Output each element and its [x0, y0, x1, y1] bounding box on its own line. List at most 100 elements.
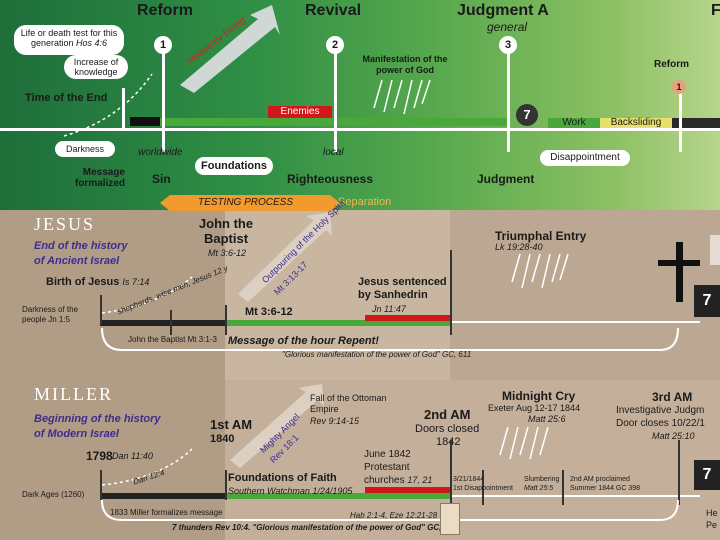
marker-1-right: 1 — [672, 80, 686, 94]
increase-knowledge-text: Increase of knowledge — [73, 57, 119, 77]
work-text: Work — [562, 117, 586, 128]
birth-ref: Is 7:14 — [122, 277, 150, 287]
miller-tick-0 — [100, 470, 102, 500]
jesus-title: JESUS — [34, 214, 96, 234]
southern-watchman: Southern Watchman 1/24/1905 — [228, 486, 353, 496]
pe-partial: Pe — [706, 520, 718, 530]
mt-ref-label: Mt 3:6-12 — [245, 306, 293, 318]
sin-label: Sin — [152, 172, 171, 186]
jesus-tick-1 — [170, 310, 172, 335]
marker-line-3 — [507, 52, 510, 152]
darkness-people: Darkness of the people Jn 1:5 — [22, 305, 79, 324]
increase-knowledge-bubble: Increase of knowledge — [64, 55, 128, 79]
scroll-image — [440, 503, 460, 535]
jesus-sentenced: Jesus sentenced by Sanhedrin — [358, 276, 447, 301]
marker-line-2 — [334, 52, 337, 152]
miller-tick-2 — [450, 440, 452, 505]
reform-right-label: Reform — [654, 59, 690, 70]
john-baptist-label: John the Baptist — [198, 216, 254, 246]
backsliding-text: Backsliding — [610, 117, 662, 128]
life-or-death-text: Life or death test for this generation — [20, 28, 118, 48]
miller-title: MILLER — [34, 384, 113, 404]
churches-text: churches — [364, 475, 405, 486]
miller-tick-4 — [562, 470, 564, 505]
enemies-text: Enemies — [280, 106, 320, 117]
message-hour: Message of the hour Repent! — [228, 335, 379, 347]
miller-tick-1 — [225, 470, 227, 500]
general-label: general — [487, 20, 528, 34]
foundations-text: Foundations — [201, 160, 267, 172]
cross-vertical — [676, 242, 683, 302]
baptist-ref: John the Baptist Mt 3:1-3 — [128, 335, 217, 344]
jesus-subtitle1: End of the history — [34, 240, 128, 252]
jesus-red-bar — [365, 315, 450, 321]
miller-formalizes: 1833 Miller formalizes message — [110, 508, 223, 517]
jesus-glorious: "Glorious manifestation of the power of … — [282, 350, 472, 359]
mighty-angel-arrow — [230, 384, 324, 468]
marker-line-1 — [162, 52, 165, 152]
revival-heading: Revival — [305, 2, 362, 19]
jesus-band-right — [450, 210, 720, 380]
exeter: Exeter Aug 12-17 1844 — [488, 403, 581, 413]
miller-subtitle1: Beginning of the history — [34, 413, 161, 425]
matt256: Matt 25:6 — [528, 414, 566, 424]
local-label: local — [323, 147, 344, 158]
triumphal-entry: Triumphal Entry — [495, 229, 587, 243]
main-timeline — [0, 128, 720, 131]
foundations-faith: Foundations of Faith — [228, 472, 337, 484]
first-disappointment-date: 3/21/1844 — [453, 476, 485, 483]
he-partial: He — [706, 508, 718, 518]
testing-process-text: TESTING PROCESS — [198, 197, 294, 208]
enemies-bar: Enemies — [268, 106, 332, 118]
rain-lines — [373, 79, 431, 115]
jesus-tick-3 — [450, 250, 452, 335]
judgment-label: Judgment — [477, 172, 535, 186]
churches: churches 17, 21 — [364, 475, 432, 486]
year-1840: 1840 — [210, 433, 235, 445]
marker-1: 1 — [154, 36, 172, 54]
year-1842: 1842 — [436, 436, 461, 448]
investigative: Investigative Judgm — [616, 405, 705, 416]
right-dark-bar — [672, 118, 720, 128]
summer-1844: Summer 1844 GC 398 — [570, 485, 641, 492]
jesus-dark-segment — [100, 320, 225, 326]
hos-ref: Hos 4:6 — [76, 38, 108, 48]
seven-circle: 7 — [516, 104, 538, 126]
jesus-bracket — [101, 328, 679, 351]
testing-process-arrow — [160, 195, 340, 211]
matt2510: Matt 25:10 — [652, 431, 695, 441]
sentenced-ref: Jn 11:47 — [372, 304, 406, 314]
judgment-a-heading: Judgment A — [457, 2, 549, 19]
third-am: 3rd AM — [652, 390, 693, 404]
darkness-bubble: Darkness — [55, 141, 115, 157]
manifestation-label: Manifestation of the power of God — [362, 54, 448, 75]
heavenly-being-arrow — [180, 5, 280, 93]
seven-thunders: 7 thunders Rev 10:4. "Glorious manifesta… — [172, 523, 457, 532]
dotted-arc — [63, 73, 153, 137]
dan1140: Dan 11:40 — [112, 451, 153, 461]
worldwide-label: worldwide — [138, 147, 183, 158]
churches-ref: 17, 21 — [407, 475, 433, 485]
john-baptist-ref: Mt 3:6-12 — [208, 248, 247, 258]
miller-rain-lines — [499, 426, 549, 460]
second-am-proclaimed: 2nd AM proclaimed — [570, 476, 630, 483]
miller-red-bar — [365, 487, 450, 493]
miller-dark-segment — [100, 493, 225, 499]
life-or-death-bubble: Life or death test for this generation H… — [14, 25, 124, 55]
miller-tick-5 — [678, 440, 680, 505]
outpouring-arrow — [238, 212, 332, 302]
jesus-band-left — [0, 210, 225, 380]
time-of-end-label: Time of the End — [25, 92, 108, 104]
time-end-line — [122, 88, 125, 128]
door-closes: Door closes 10/22/1 — [616, 418, 705, 429]
jesus-rain-lines — [511, 253, 569, 289]
righteousness-label: Righteousness — [287, 172, 374, 186]
triumphal-ref: Lk 19:28-40 — [495, 242, 543, 252]
marker-line-4 — [679, 92, 682, 152]
first-disappointment: 1st Disappointment — [453, 485, 513, 492]
miller-subtitle2: of Modern Israel — [34, 428, 119, 440]
dark-ages: Dark Ages (1260) — [22, 490, 85, 499]
rev914: Rev 9:14-15 — [310, 416, 360, 426]
year-1798: 1798 — [86, 449, 113, 463]
second-am: 2nd AM — [424, 407, 471, 422]
